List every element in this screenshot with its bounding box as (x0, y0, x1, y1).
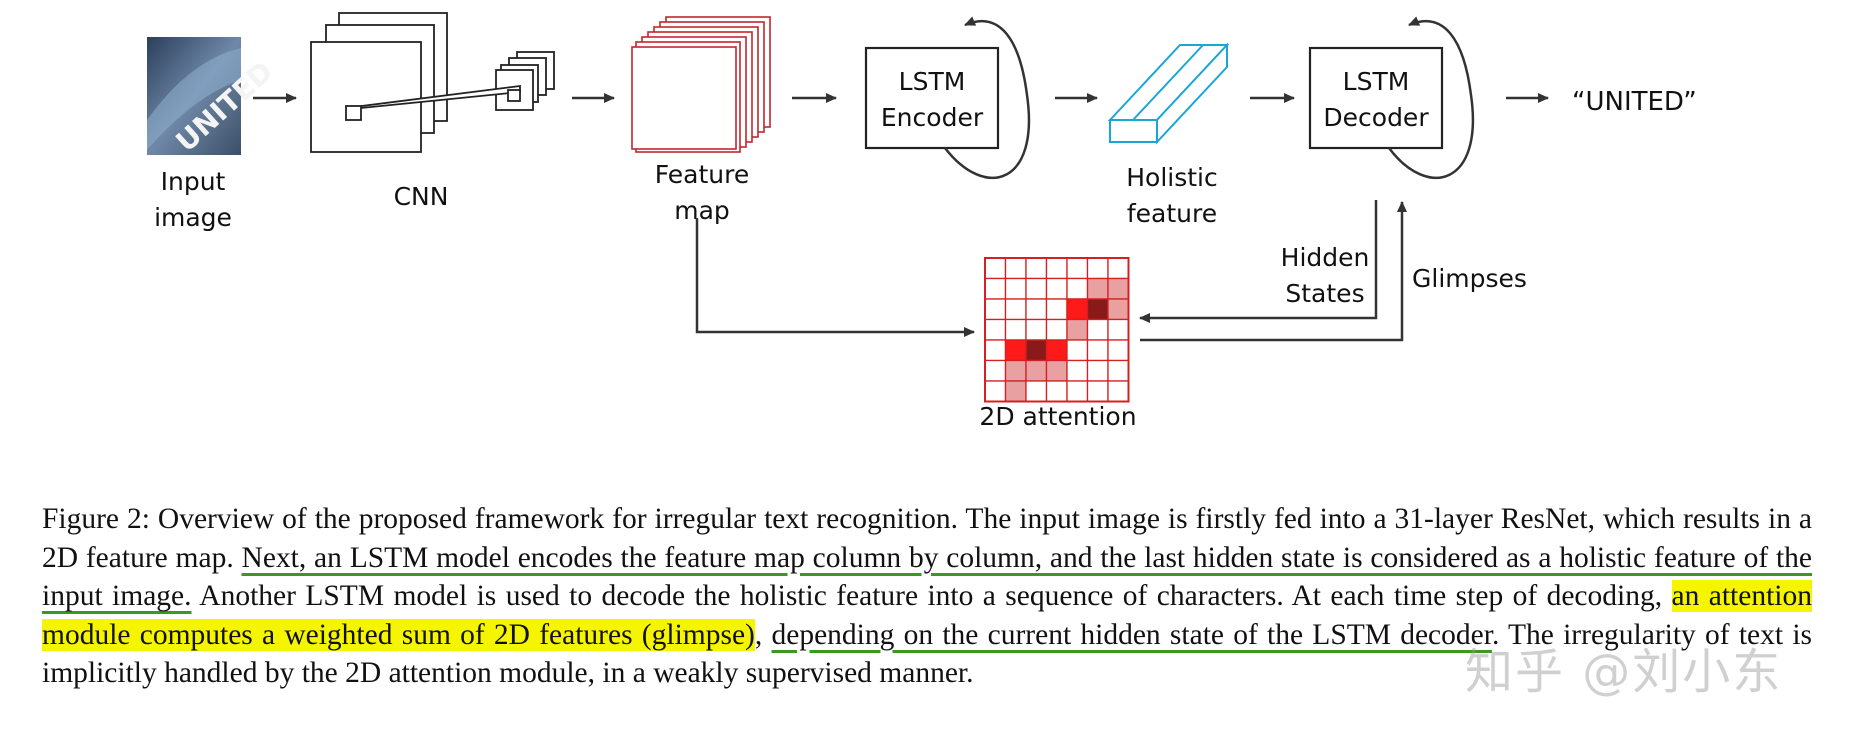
feature-map-label-2: map (674, 196, 730, 225)
attention-grid (984, 257, 1130, 403)
attention-cell (1066, 298, 1089, 321)
attention-cell (1086, 298, 1109, 321)
lstm-decoder-box (1308, 46, 1444, 150)
attention-cell (1107, 257, 1130, 280)
caption-underlined-2: depending on the current hidden state of… (771, 618, 1492, 651)
attention-cell (1004, 277, 1027, 300)
attention-cell (984, 277, 1007, 300)
attention-cell (1107, 277, 1130, 300)
holistic-feature-label-2: feature (1127, 199, 1217, 228)
attention-cell (1107, 318, 1130, 341)
attention-cell (1066, 339, 1089, 362)
attention-cell (984, 318, 1007, 341)
attention-cell (1107, 359, 1130, 382)
arrow-hidden-states (1139, 200, 1378, 323)
caption-text-2: Another LSTM model is used to decode the… (191, 580, 1672, 612)
attention-cell (1107, 339, 1130, 362)
attention-grid-border (984, 257, 1130, 403)
feature-map (631, 16, 771, 153)
attention-cell (1025, 380, 1048, 403)
attention-cell (1107, 380, 1130, 403)
output-text: “UNITED” (1572, 87, 1697, 117)
attention-cell (984, 380, 1007, 403)
attention-cell (1004, 257, 1027, 280)
cnn-block (310, 12, 555, 153)
encoder-recurrent-arrow (944, 16, 1031, 179)
lstm-encoder-box (864, 46, 1000, 150)
attention-cell (984, 359, 1007, 382)
attention-cell (1066, 257, 1089, 280)
attention-cell (984, 339, 1007, 362)
framework-diagram: UNITED Input image CNN Feature map LSTM … (147, 12, 1697, 431)
holistic-feature-bar (1107, 42, 1230, 145)
attention-cell (1086, 257, 1109, 280)
attention-cell (1086, 359, 1109, 382)
attention-cell (1025, 339, 1048, 362)
caption-text-1: Figure 2: Overview of the proposed frame… (42, 503, 1812, 574)
input-image-label-2: image (154, 203, 232, 232)
decoder-recurrent-arrow (1388, 16, 1474, 179)
watermark: 知乎 @刘小东 (1465, 644, 1783, 700)
holistic-feature-label: Holistic (1126, 163, 1218, 192)
attention-cell (1025, 318, 1048, 341)
attention-cell (1004, 339, 1027, 362)
attention-cell (1004, 380, 1027, 403)
caption-text-3: , (754, 618, 772, 651)
figure-caption: Figure 2: Overview of the proposed frame… (42, 500, 1812, 693)
attention-cell (984, 257, 1007, 280)
attention-cell (1045, 298, 1068, 321)
attention-label: 2D attention (979, 402, 1136, 431)
attention-cell (1045, 277, 1068, 300)
attention-cell (984, 298, 1007, 321)
arrow-feature-to-attention (695, 218, 975, 337)
arrow-glimpses (1140, 201, 1407, 342)
attention-cell (1045, 359, 1068, 382)
attention-cell (1004, 359, 1027, 382)
hidden-states-label: Hidden (1281, 243, 1370, 272)
attention-cell (1086, 277, 1109, 300)
input-image-label: Input (161, 167, 226, 196)
attention-cell (1086, 339, 1109, 362)
attention-cell (1066, 359, 1089, 382)
lstm-encoder-label-2: Encoder (881, 103, 984, 132)
glimpses-label: Glimpses (1412, 264, 1527, 293)
attention-cell (1004, 318, 1027, 341)
attention-cell (1086, 318, 1109, 341)
attention-cell (1025, 298, 1048, 321)
input-image: UNITED (147, 37, 279, 158)
attention-cell (1045, 257, 1068, 280)
caption-text-4: . The irregularity of text is implicitly… (42, 618, 1812, 690)
lstm-encoder-label: LSTM (899, 67, 966, 96)
attention-cell (1066, 380, 1089, 403)
hidden-states-label-2: States (1285, 279, 1364, 308)
attention-cell (1025, 359, 1048, 382)
attention-cell (1045, 339, 1068, 362)
lstm-decoder-label-2: Decoder (1323, 103, 1429, 132)
lstm-decoder-label: LSTM (1343, 67, 1410, 96)
cnn-label: CNN (394, 182, 449, 211)
attention-cell (1066, 277, 1089, 300)
attention-cell (1045, 318, 1068, 341)
attention-cell (1025, 257, 1048, 280)
caption-underlined-1: Next, an LSTM model encodes the feature … (42, 541, 1813, 613)
attention-cell (1045, 380, 1068, 403)
feature-map-label: Feature (655, 160, 749, 189)
attention-cell (1066, 318, 1089, 341)
attention-cell (1004, 298, 1027, 321)
attention-cell (1025, 277, 1048, 300)
attention-cell (1107, 298, 1130, 321)
attention-cell (1086, 380, 1109, 403)
